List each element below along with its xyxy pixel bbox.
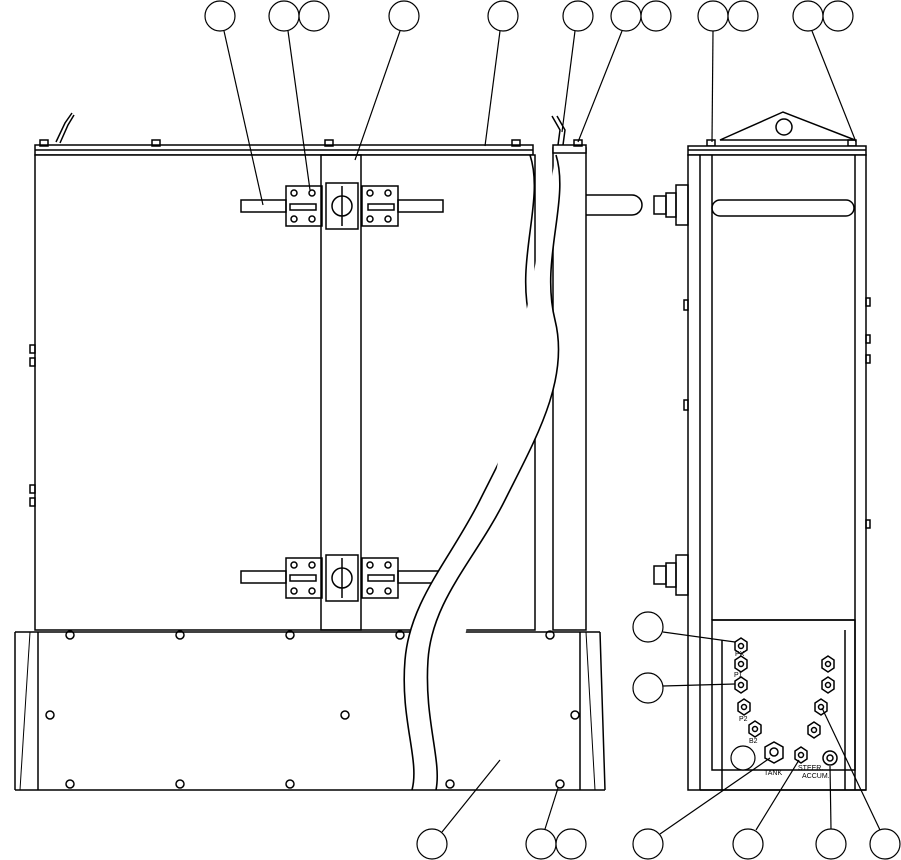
callout-bubble-21	[869, 828, 901, 860]
label-accum: ACCUM.	[802, 773, 830, 780]
break-lines	[403, 154, 561, 791]
side-view	[653, 111, 871, 791]
callout-bubble-3	[298, 0, 330, 32]
port-right-3	[814, 698, 828, 716]
port-b2	[748, 720, 762, 738]
callout-bubble-14	[632, 672, 664, 704]
callout-bubble-12	[822, 0, 854, 32]
callout-bubble-19	[732, 828, 764, 860]
callout-bubble-6	[562, 0, 594, 32]
lifting-lug	[719, 111, 856, 141]
port-p1	[734, 676, 748, 694]
callout-bubble-2	[268, 0, 300, 32]
port-steer-accum	[794, 746, 808, 764]
port-right-4	[807, 721, 821, 739]
callout-bubble-5	[487, 0, 519, 32]
cover-bolts	[39, 139, 521, 147]
sight-gauge-strip	[320, 154, 362, 631]
label-p2: P2	[739, 716, 748, 723]
drain-port	[822, 750, 838, 766]
callout-bubble-16	[525, 828, 557, 860]
breather-tube	[59, 114, 75, 144]
base-skid	[14, 630, 606, 791]
side-lugs-left	[29, 344, 36, 507]
callout-bubble-8	[640, 0, 672, 32]
port-right-1	[821, 655, 835, 673]
callouts	[204, 0, 901, 860]
side-view-body	[687, 154, 867, 791]
hose-fitting-lower	[653, 554, 689, 596]
port-tank	[764, 741, 784, 764]
upper-latch-assembly	[240, 182, 444, 230]
callout-bubble-15	[416, 828, 448, 860]
side-view-lugs	[683, 297, 871, 529]
tank-body	[34, 154, 536, 631]
callout-bubble-11	[792, 0, 824, 32]
label-p1: P1	[734, 672, 743, 679]
callout-bubble-20	[815, 828, 847, 860]
port-right-2	[821, 676, 835, 694]
callout-bubble-9	[697, 0, 729, 32]
label-steer: STEER.	[798, 765, 823, 772]
label-tank: TANK	[764, 770, 782, 777]
callout-bubble-4	[388, 0, 420, 32]
side-view-inspection-port	[730, 745, 756, 771]
callout-bubble-18	[632, 828, 664, 860]
label-b2: B2	[749, 738, 758, 745]
callout-bubble-10	[727, 0, 759, 32]
callout-bubble-1	[204, 0, 236, 32]
hose-fitting-upper	[653, 184, 689, 226]
port-labels: PX P1 P2 B2 TANK STEER. ACCUM.	[734, 651, 830, 780]
port-p2	[737, 698, 751, 716]
level-sight-window	[711, 199, 855, 217]
port-px	[734, 637, 748, 655]
callout-bubble-7	[610, 0, 642, 32]
callout-bubble-13	[632, 611, 664, 643]
skid-bolt-holes	[45, 630, 580, 789]
callout-bubble-17	[555, 828, 587, 860]
front-view-side-post	[552, 147, 587, 631]
port-p1-upper	[734, 655, 748, 673]
label-px: PX	[735, 651, 745, 658]
lifting-eye	[775, 118, 793, 136]
fill-pipe	[586, 194, 643, 216]
